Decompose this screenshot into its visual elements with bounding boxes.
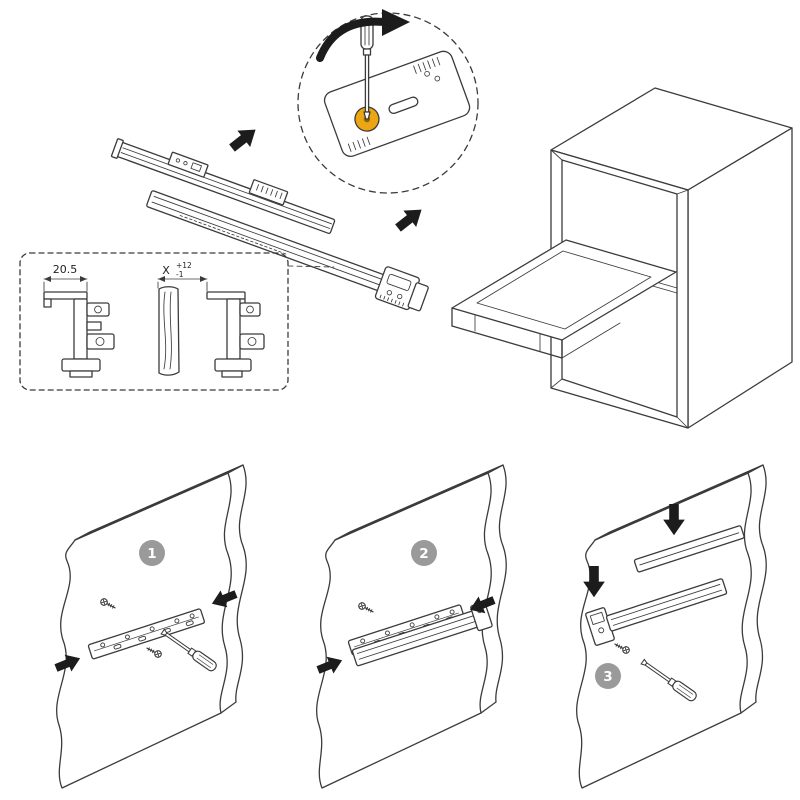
drawer-bar [633,525,745,573]
tolerance-minus: -1 [176,270,184,279]
scale-ticks-bottom [347,136,371,152]
direction-arrow-icon [391,201,428,237]
dimension-label: 20.5 [53,263,78,276]
dimension-label: X [162,264,170,277]
step2-hardware [314,591,498,679]
step-1-badge: 1 [139,540,165,566]
scale-ticks-top [413,56,441,74]
panel-cross-section [158,286,180,376]
svg-text:2: 2 [419,546,428,562]
rail-upper [110,138,336,234]
svg-text:1: 1 [147,546,156,562]
runner-with-bracket [585,578,728,646]
direction-arrow-icon [225,121,262,157]
slide-rail-assembly [110,121,429,312]
rotation-arrow-icon [316,9,410,62]
step-3-badge: 3 [595,663,621,689]
profile-bracket-depth: 20.5 [43,263,115,378]
adjustment-detail-callout [297,9,479,194]
rail-clip-a [167,151,209,178]
step-2-badge: 2 [411,540,437,566]
rail-clip-b [248,179,289,206]
detail-leader-line [287,265,335,268]
rail-end-bracket [374,266,429,312]
svg-text:3: 3 [603,669,612,685]
cabinet [451,87,793,429]
profile-cut-width: X +12 -1 [157,261,265,378]
adjustment-slot [388,96,419,115]
dimension-detail-box: 20.5 X +12 -1 [19,252,335,391]
tolerance-plus: +12 [176,261,192,270]
pull-out-frame [451,239,677,359]
step3-hardware [583,504,745,704]
rail-lower [146,190,429,312]
